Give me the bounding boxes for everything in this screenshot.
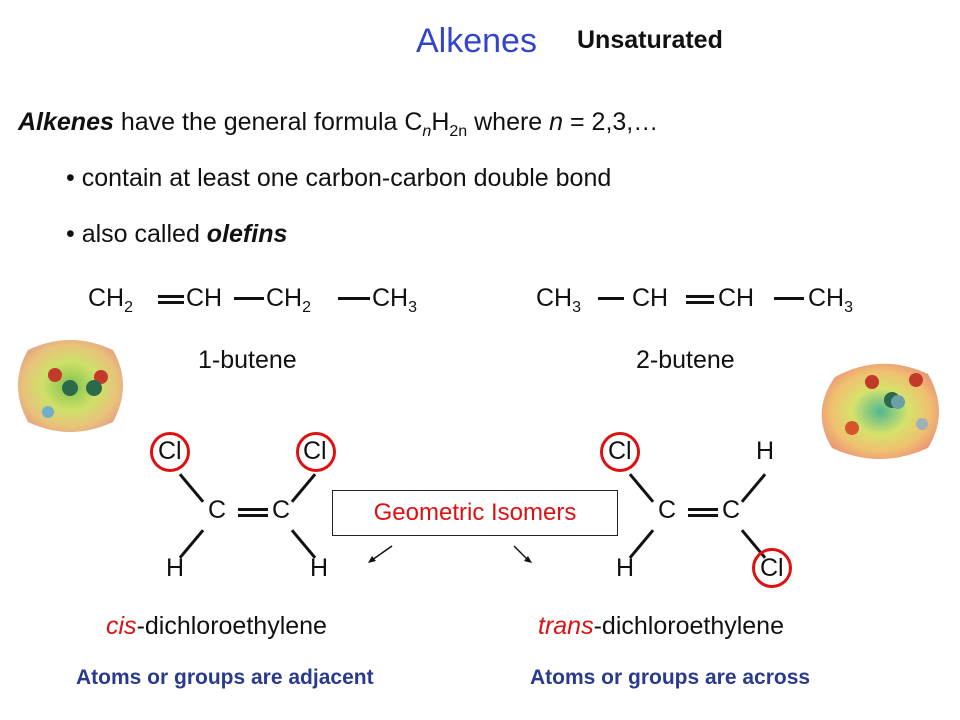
butene1-group-4: CH3	[372, 284, 418, 316]
single-bond	[598, 297, 624, 300]
cis-carbon-right: C	[272, 496, 291, 524]
butene1-group-1: CH2	[88, 284, 134, 316]
butene2-group-4: CH3	[808, 284, 854, 316]
double-bond	[688, 508, 718, 517]
single-bond	[628, 473, 655, 503]
butene2-name: 2-butene	[636, 346, 735, 374]
trans-note: Atoms or groups are across	[530, 666, 811, 689]
arrows-icon	[368, 545, 532, 563]
trans-suffix: -dichloroethylene	[593, 612, 784, 640]
cis-name: cis-dichloroethylene	[106, 612, 327, 641]
single-bond	[338, 297, 370, 300]
formula-text-4: = 2,3,…	[563, 108, 659, 136]
double-bond	[686, 295, 714, 304]
cis-suffix: -dichloroethylene	[136, 612, 327, 640]
bullet-item: • also called olefins	[66, 220, 287, 249]
butene2-group-1: CH3	[536, 284, 582, 316]
cis-atom-top-left: Cl	[158, 437, 182, 465]
butene1-group-3: CH2	[266, 284, 312, 316]
geometric-isomers-box: Geometric Isomers	[332, 490, 618, 536]
single-bond	[774, 297, 804, 300]
bullet-text: contain at least one carbon-carbon doubl…	[81, 164, 612, 192]
trans-prefix: trans	[538, 612, 594, 640]
formula-sub-2n: 2n	[449, 123, 468, 140]
electrostatic-map-2-butene-icon	[821, 363, 939, 459]
trans-carbon-right: C	[722, 496, 741, 524]
highlight-circle	[600, 432, 640, 472]
bullet-item: • contain at least one carbon-carbon dou…	[66, 164, 611, 193]
highlight-circle	[150, 432, 190, 472]
single-bond	[740, 473, 767, 503]
cis-prefix: cis	[106, 612, 137, 640]
butene1-group-2: CH	[186, 284, 223, 312]
trans-name: trans-dichloroethylene	[538, 612, 784, 641]
alkenes-lead: Alkenes	[18, 108, 114, 136]
electrostatic-map-1-butene-icon	[18, 340, 123, 432]
formula-text-3: where	[467, 108, 550, 136]
page-title: Alkenes	[416, 22, 537, 60]
formula-italic-n: n	[549, 108, 564, 136]
general-formula-line: Alkenes have the general formula CnH2n w…	[18, 108, 658, 141]
formula-sub-n: n	[422, 123, 432, 140]
cis-atom-bottom-left: H	[166, 554, 185, 582]
bullet-dot: •	[66, 164, 75, 192]
formula-text-2: H	[431, 108, 450, 136]
olefins-emphasis: olefins	[206, 220, 288, 248]
cis-carbon-left: C	[208, 496, 227, 524]
trans-carbon-left: C	[658, 496, 677, 524]
highlight-circle	[296, 432, 336, 472]
bullet-dot: •	[66, 220, 75, 248]
double-bond	[158, 295, 184, 304]
butene2-group-3: CH	[718, 284, 755, 312]
cis-atom-top-right: Cl	[303, 437, 327, 465]
single-bond	[234, 297, 264, 300]
butene2-group-2: CH	[632, 284, 669, 312]
single-bond	[178, 473, 205, 503]
single-bond	[290, 473, 317, 503]
trans-atom-bottom-left: H	[616, 554, 635, 582]
double-bond	[238, 508, 268, 517]
cis-note: Atoms or groups are adjacent	[76, 666, 374, 689]
page-subtitle: Unsaturated	[577, 26, 723, 54]
formula-text-1: have the general formula C	[113, 108, 423, 136]
cis-atom-bottom-right: H	[310, 554, 329, 582]
bullet-text: also called	[81, 220, 207, 248]
trans-atom-bottom-right: Cl	[760, 554, 784, 582]
trans-atom-top-right: H	[756, 437, 775, 465]
highlight-circle	[752, 548, 792, 588]
butene1-name: 1-butene	[198, 346, 297, 374]
trans-atom-top-left: Cl	[608, 437, 632, 465]
